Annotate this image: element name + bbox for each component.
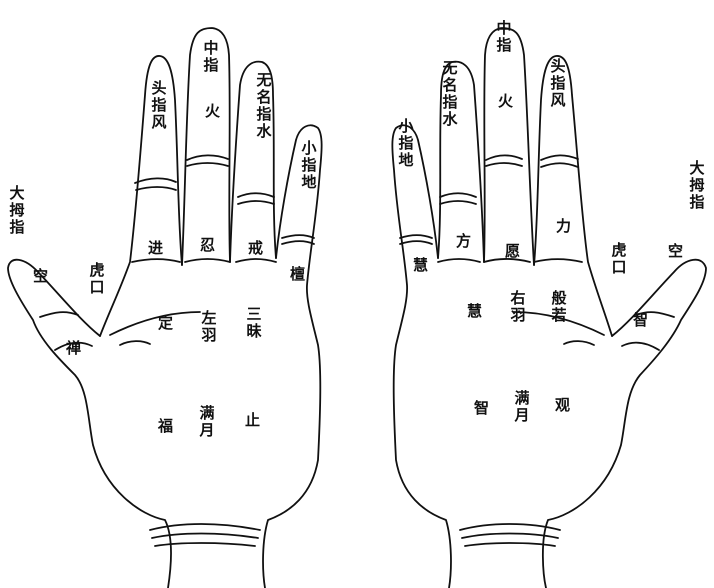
left-thumb-base: 禅 xyxy=(66,340,81,357)
left-thumb-label: 大 拇 指 xyxy=(8,185,26,236)
right-little-base: 慧 xyxy=(413,257,428,274)
right-middle-finger-value: 火 xyxy=(498,93,513,110)
right-palm-guan: 观 xyxy=(555,397,570,414)
left-palm-ding: 定 xyxy=(158,315,173,332)
left-palm-name: 左 羽 xyxy=(200,310,218,344)
left-tiger-mouth: 虎 口 xyxy=(88,262,106,296)
right-tiger-mouth: 虎 口 xyxy=(610,242,628,276)
left-thumb-value: 空 xyxy=(33,268,48,285)
right-index-finger: 头 指 风 xyxy=(549,58,567,109)
right-index-base: 力 xyxy=(556,218,571,235)
left-middle-base: 忍 xyxy=(200,237,215,254)
left-palm-samadhi: 三 昧 xyxy=(245,306,263,340)
right-middle-base: 愿 xyxy=(505,243,520,260)
right-thumb-label: 大 拇 指 xyxy=(688,160,706,211)
left-index-finger: 头 指 风 xyxy=(150,80,168,131)
right-thumb-base: 智 xyxy=(633,312,648,329)
right-middle-finger-name: 中 指 xyxy=(495,20,513,54)
right-palm-prajna: 般 若 xyxy=(550,290,568,324)
right-palm-zhi: 智 xyxy=(474,400,489,417)
right-palm-moon: 满 月 xyxy=(513,390,531,424)
left-middle-finger-name: 中 指 xyxy=(202,40,220,74)
right-little-finger: 小 指 地 xyxy=(397,118,415,169)
right-palm-hui: 慧 xyxy=(467,303,482,320)
right-thumb-value: 空 xyxy=(668,243,683,260)
right-palm-name: 右 羽 xyxy=(509,290,527,324)
left-palm-fu: 福 xyxy=(158,418,173,435)
right-ring-finger: 无 名 指 水 xyxy=(441,60,459,128)
left-little-base: 檀 xyxy=(290,266,305,283)
left-little-finger: 小 指 地 xyxy=(300,140,318,191)
left-middle-finger-value: 火 xyxy=(205,103,220,120)
left-palm-moon: 满 月 xyxy=(198,405,216,439)
left-ring-base: 戒 xyxy=(248,240,263,257)
left-index-base: 进 xyxy=(148,240,163,257)
right-ring-base: 方 xyxy=(456,233,471,250)
left-palm-zhi: 止 xyxy=(245,412,260,429)
left-ring-finger: 无 名 指 水 xyxy=(255,72,273,140)
